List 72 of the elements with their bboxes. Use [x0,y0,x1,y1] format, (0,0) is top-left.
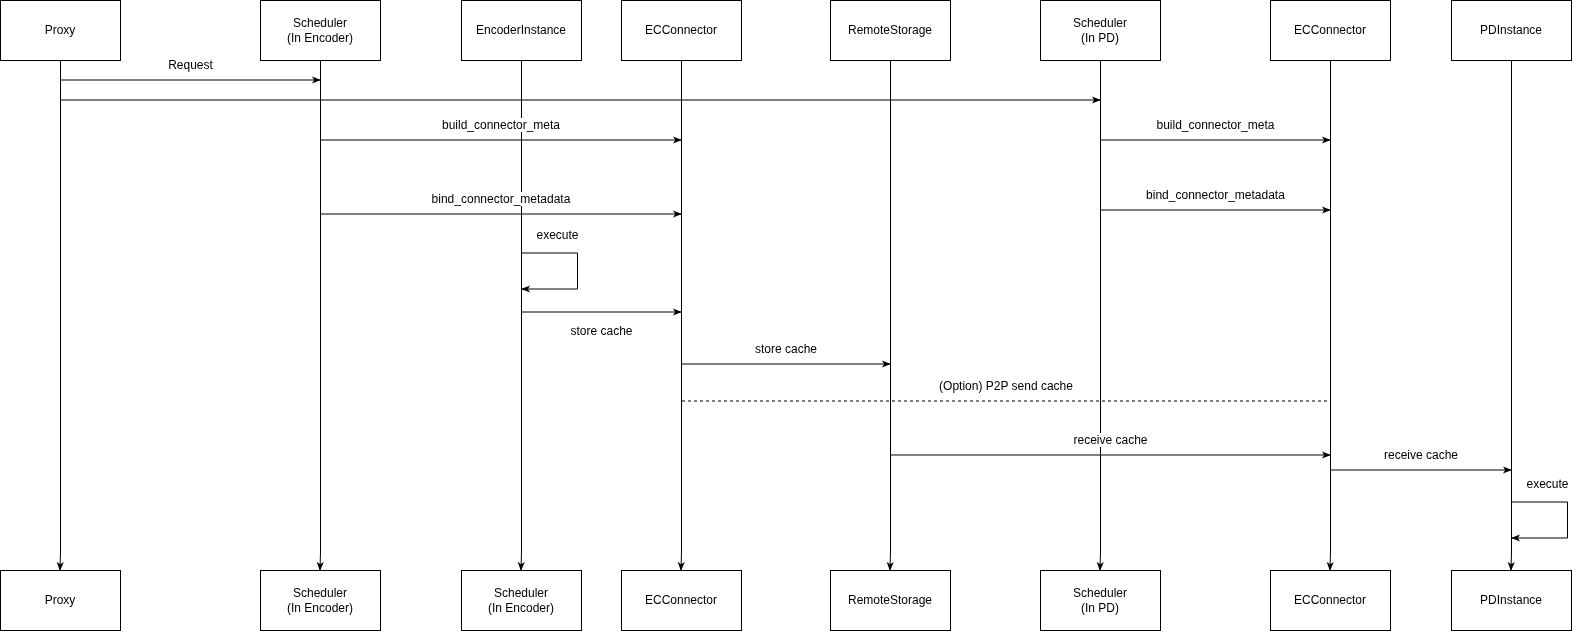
participant-box [829,570,951,631]
message-label: receive cache [1071,433,1150,447]
message-arrow [1511,501,1568,542]
participant-name: Scheduler (In PD) [1071,15,1128,46]
participant-box [1450,570,1572,631]
message-label: receive cache [1382,448,1460,462]
participant-box [1039,0,1161,61]
participant-name: Proxy [44,23,76,38]
message-arrow [60,96,1101,104]
lifeline [60,61,61,552]
participant-name: ECConnector [1294,593,1367,608]
participant-name: ECConnector [1294,23,1367,38]
message-arrow [320,210,682,218]
message-arrow [1100,206,1331,214]
participant-box [1039,570,1161,631]
lifeline [521,61,522,552]
message-arrow [890,451,1331,459]
message-label: (Option) P2P send cache [937,379,1075,393]
participant-name: PDInstance [1479,23,1542,38]
message-arrow [1100,136,1331,144]
participant-name: RemoteStorage [848,23,933,38]
participant-name: Scheduler (In Encoder) [286,585,354,616]
participant-box [620,0,742,61]
lifeline-arrow [886,551,894,571]
message-label: store cache [753,342,819,356]
message-arrow [521,252,578,293]
message-label: execute [1524,477,1571,491]
lifeline-arrow [517,551,525,571]
lifeline-arrow [316,551,324,571]
participant-box [1450,0,1572,61]
message-arrow [681,360,891,368]
message-label: bind_connector_metadata [1144,188,1287,202]
lifeline [1511,61,1512,552]
participant-name: Proxy [44,593,76,608]
participant-name: ECConnector [645,23,718,38]
lifeline-arrow [677,551,685,571]
participant-box [0,570,121,631]
participant-box [1269,0,1391,61]
message-label: Request [166,58,215,72]
message-label: build_connector_meta [1154,118,1277,132]
participant-box [259,570,381,631]
participant-name: PDInstance [1479,593,1542,608]
participant-box [259,0,381,61]
participant-name: Scheduler (In Encoder) [286,15,354,46]
lifeline [890,61,891,552]
message-label: bind_connector_metadata [429,192,573,206]
participant-name: EncoderInstance [475,23,567,38]
message-label: execute [534,228,581,242]
participant-box [0,0,121,61]
lifeline-arrow [1326,551,1334,571]
participant-name: RemoteStorage [848,593,933,608]
lifeline [1330,61,1331,552]
lifeline [681,61,682,552]
message-arrow [521,308,682,316]
message-arrow [60,76,321,84]
lifeline-arrow [1507,551,1515,571]
participant-box [620,570,742,631]
participant-box [460,0,582,61]
lifeline-arrow [1096,551,1104,571]
participant-box [460,570,582,631]
message-arrow [320,136,682,144]
lifeline [1100,61,1101,552]
participant-name: Scheduler (In Encoder) [487,585,555,616]
participant-name: ECConnector [645,593,718,608]
message-arrow [1330,466,1512,474]
participant-box [829,0,951,61]
participant-box [1269,570,1391,631]
message-label: build_connector_meta [439,118,563,132]
participant-name: Scheduler (In PD) [1071,585,1128,616]
lifeline-arrow [56,551,64,571]
lifeline [320,61,321,552]
message-label: store cache [568,324,635,338]
